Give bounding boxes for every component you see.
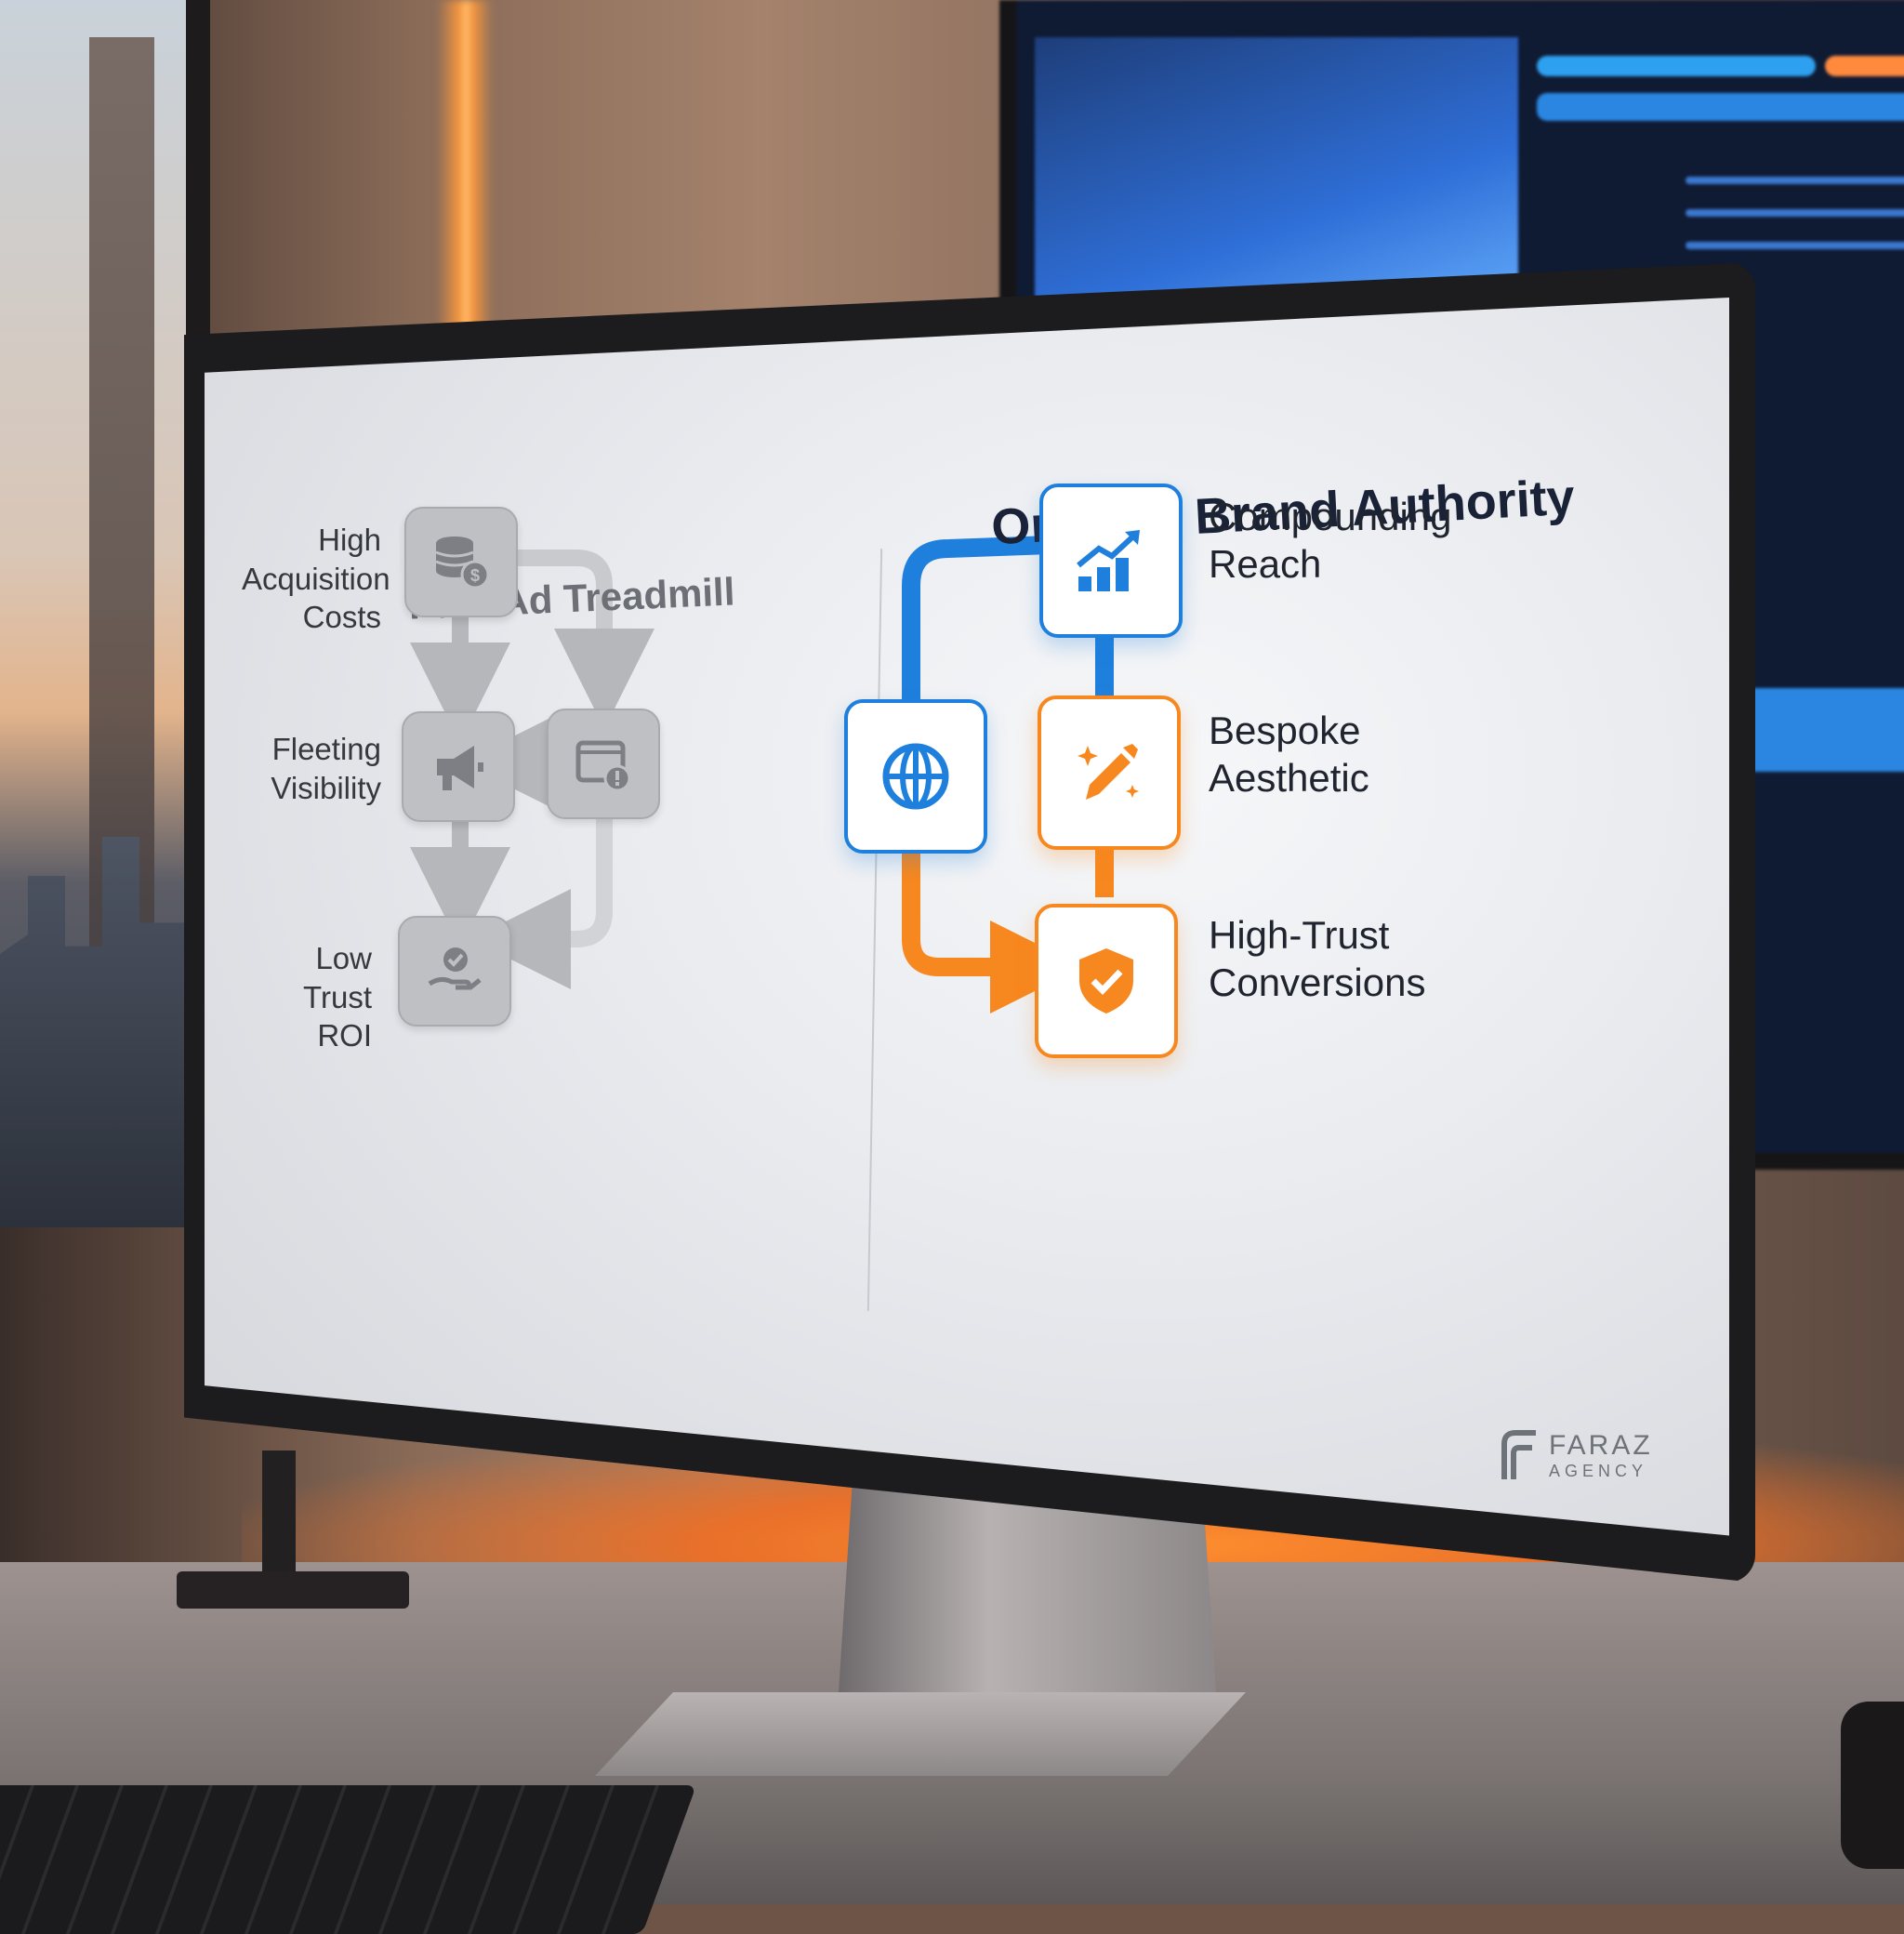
monitor-stand-base — [595, 1692, 1246, 1776]
label-line: Low Trust — [303, 941, 372, 1014]
label-line: Costs — [302, 600, 381, 635]
orange-arrow — [902, 846, 1083, 1013]
left-step-label: Fleeting Visibility — [242, 730, 381, 807]
background-monitor-slider — [1686, 177, 1904, 184]
database-dollar-icon: $ — [404, 507, 518, 617]
label-line: High — [318, 523, 381, 557]
right-step-label: Compounding Reach — [1209, 493, 1452, 588]
label-line: Aesthetic — [1209, 756, 1369, 801]
monitor-arm-foot — [177, 1571, 409, 1609]
megaphone-icon — [402, 711, 515, 822]
faraz-agency-logo: FARAZ AGENCY — [1497, 1423, 1683, 1488]
label-line: Reach — [1209, 542, 1322, 587]
keyboard — [0, 1785, 697, 1934]
speaker — [1841, 1702, 1904, 1869]
background-monitor-slider — [1686, 242, 1904, 249]
grey-arrow-loop — [511, 550, 654, 729]
shield-check-icon — [1035, 904, 1178, 1058]
svg-text:$: $ — [470, 566, 480, 585]
left-step-label: Low Trust ROI — [242, 939, 372, 1055]
monitor-arm-post — [262, 1450, 296, 1590]
grey-arrow-return — [470, 818, 613, 989]
right-step-label: Bespoke Aesthetic — [1209, 707, 1369, 801]
hand-check-icon — [398, 916, 511, 1027]
background-monitor-bar — [1537, 56, 1816, 76]
globe-icon — [844, 699, 987, 854]
growth-chart-icon — [1039, 484, 1183, 638]
magic-pencil-icon — [1038, 695, 1181, 850]
right-step-label: High-Trust Conversions — [1209, 911, 1425, 1006]
logo-name: FARAZ — [1549, 1429, 1653, 1461]
label-line: Compounding — [1209, 495, 1452, 538]
background-monitor-slider — [1686, 209, 1904, 217]
label-line: Conversions — [1209, 960, 1426, 1005]
label-line: ROI — [317, 1018, 372, 1053]
window — [0, 0, 210, 1227]
browser-alert-icon — [547, 709, 660, 819]
label-line: Bespoke — [1209, 709, 1361, 752]
label-line: Acquisition — [242, 561, 390, 596]
blue-connector — [902, 536, 1051, 707]
monitor-stand-neck — [837, 1488, 1218, 1720]
faraz-logo-mark — [1501, 1430, 1536, 1479]
left-step-label: High Acquisition Costs — [242, 521, 390, 637]
logo-subtitle: AGENCY — [1549, 1461, 1648, 1480]
label-line: Visibility — [271, 770, 381, 805]
background-monitor-bar — [1825, 56, 1904, 76]
label-line: High-Trust — [1209, 913, 1390, 957]
label-line: Fleeting — [271, 732, 381, 766]
background-monitor-bar — [1537, 93, 1904, 121]
monitor-screen: Paid Ad Treadmill High Acquisition Costs… — [205, 298, 1729, 1536]
